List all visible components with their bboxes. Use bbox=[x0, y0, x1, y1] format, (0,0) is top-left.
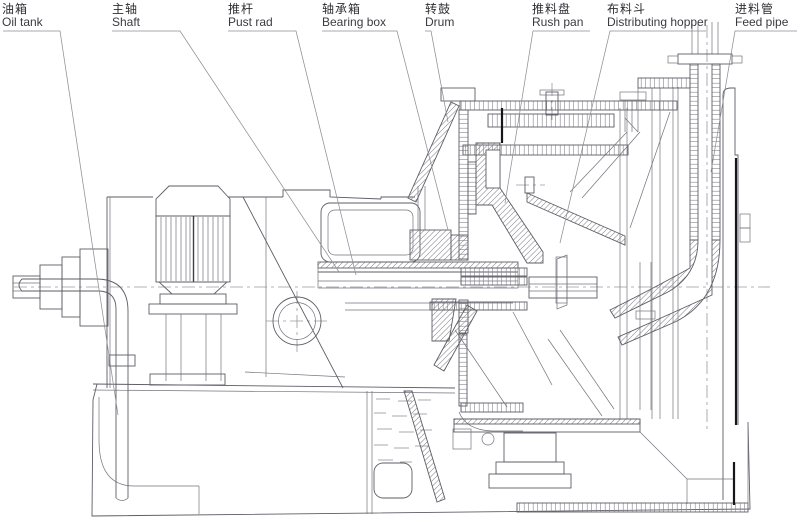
label-push-rod-en: Pust rad bbox=[228, 15, 273, 29]
label-drum: 转鼓 Drum bbox=[425, 3, 454, 29]
label-oil-tank-en: Oil tank bbox=[2, 15, 43, 29]
label-oil-tank: 油箱 Oil tank bbox=[2, 3, 43, 29]
oil-pipe bbox=[18, 278, 136, 501]
label-oil-tank-cn: 油箱 bbox=[2, 2, 29, 16]
label-push-rod: 推杆 Pust rad bbox=[228, 3, 273, 29]
label-feed-pipe-cn: 进料管 bbox=[735, 2, 775, 16]
label-feed-pipe-en: Feed pipe bbox=[735, 15, 789, 29]
shaft-end-assembly bbox=[12, 248, 109, 327]
label-push-pan-en: Rush pan bbox=[532, 15, 584, 29]
drum-support bbox=[429, 256, 733, 504]
label-distributing-hopper-cn: 布料斗 bbox=[607, 2, 647, 16]
pusher-plate bbox=[431, 142, 553, 432]
label-distributing-hopper-en: Distributing hopper bbox=[607, 15, 708, 29]
label-bearing-box-en: Bearing box bbox=[322, 15, 387, 29]
label-bearing-box-cn: 轴承箱 bbox=[322, 2, 362, 16]
feed-pipe bbox=[609, 22, 743, 410]
machine-casing bbox=[106, 189, 415, 389]
motor bbox=[148, 185, 238, 381]
label-shaft-en: Shaft bbox=[112, 15, 141, 29]
distributing-hopper bbox=[526, 131, 641, 417]
label-push-pan-cn: 推料盘 bbox=[532, 2, 572, 16]
label-distributing-hopper: 布料斗 Distributing hopper bbox=[607, 3, 708, 29]
base-frame bbox=[91, 373, 751, 517]
drum-guard-band bbox=[407, 101, 460, 203]
label-push-pan: 推料盘 Rush pan bbox=[532, 3, 583, 29]
leader-lines bbox=[3, 30, 797, 416]
right-casing bbox=[722, 87, 751, 508]
label-push-rod-cn: 推杆 bbox=[228, 2, 255, 16]
label-feed-pipe: 进料管 Feed pipe bbox=[735, 3, 788, 29]
label-drum-en: Drum bbox=[425, 15, 455, 29]
label-drum-cn: 转鼓 bbox=[425, 2, 452, 16]
label-shaft-cn: 主轴 bbox=[112, 2, 139, 16]
label-bearing-box: 轴承箱 Bearing box bbox=[322, 3, 386, 29]
drum bbox=[407, 87, 679, 419]
label-shaft: 主轴 Shaft bbox=[112, 3, 140, 29]
